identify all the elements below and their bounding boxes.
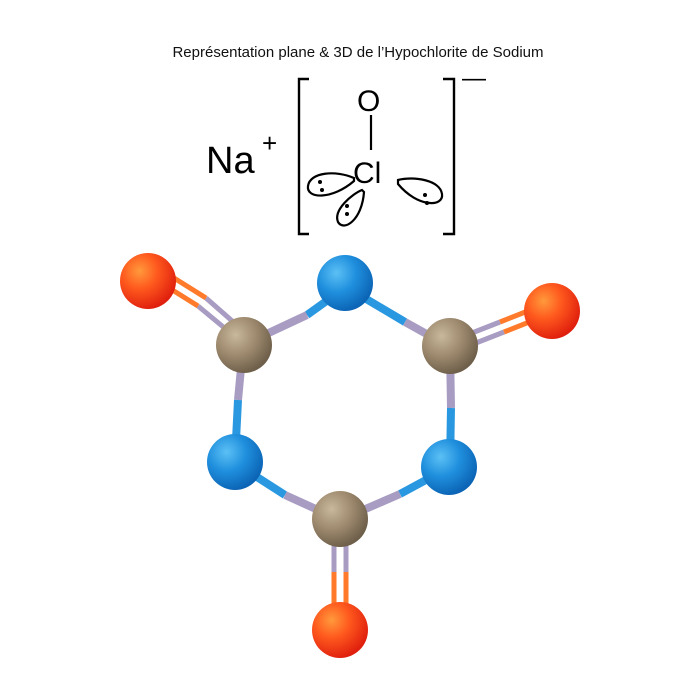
- sodium-charge-label: +: [262, 128, 277, 158]
- oxygen-atom-bottom: [312, 602, 368, 658]
- sodium-cation-label: Na: [206, 140, 255, 182]
- left-bracket: [297, 77, 309, 236]
- page-title: Représentation plane & 3D de l’Hypochlor…: [172, 44, 543, 61]
- chlorine-symbol: Cl: [353, 157, 381, 190]
- lewis-structure: Na + — O Cl: [206, 65, 486, 236]
- right-bracket: [443, 77, 456, 236]
- nitrogen-atom-top: [317, 255, 373, 311]
- carbon-atom-bottom: [312, 491, 368, 547]
- ball-and-stick-model: [120, 253, 580, 658]
- nitrogen-atom-right: [421, 439, 477, 495]
- anion-charge-label: —: [462, 65, 486, 92]
- nitrogen-atom-left: [207, 434, 263, 490]
- lone-pair-bottom: [336, 188, 366, 227]
- oxygen-atom-top-left: [120, 253, 176, 309]
- carbon-atom-right: [422, 318, 478, 374]
- oxygen-symbol: O: [357, 85, 380, 118]
- lone-pair-right: [396, 177, 444, 205]
- lone-pair-left: [306, 172, 356, 197]
- oxygen-atom-right: [524, 283, 580, 339]
- carbon-atom-left: [216, 317, 272, 373]
